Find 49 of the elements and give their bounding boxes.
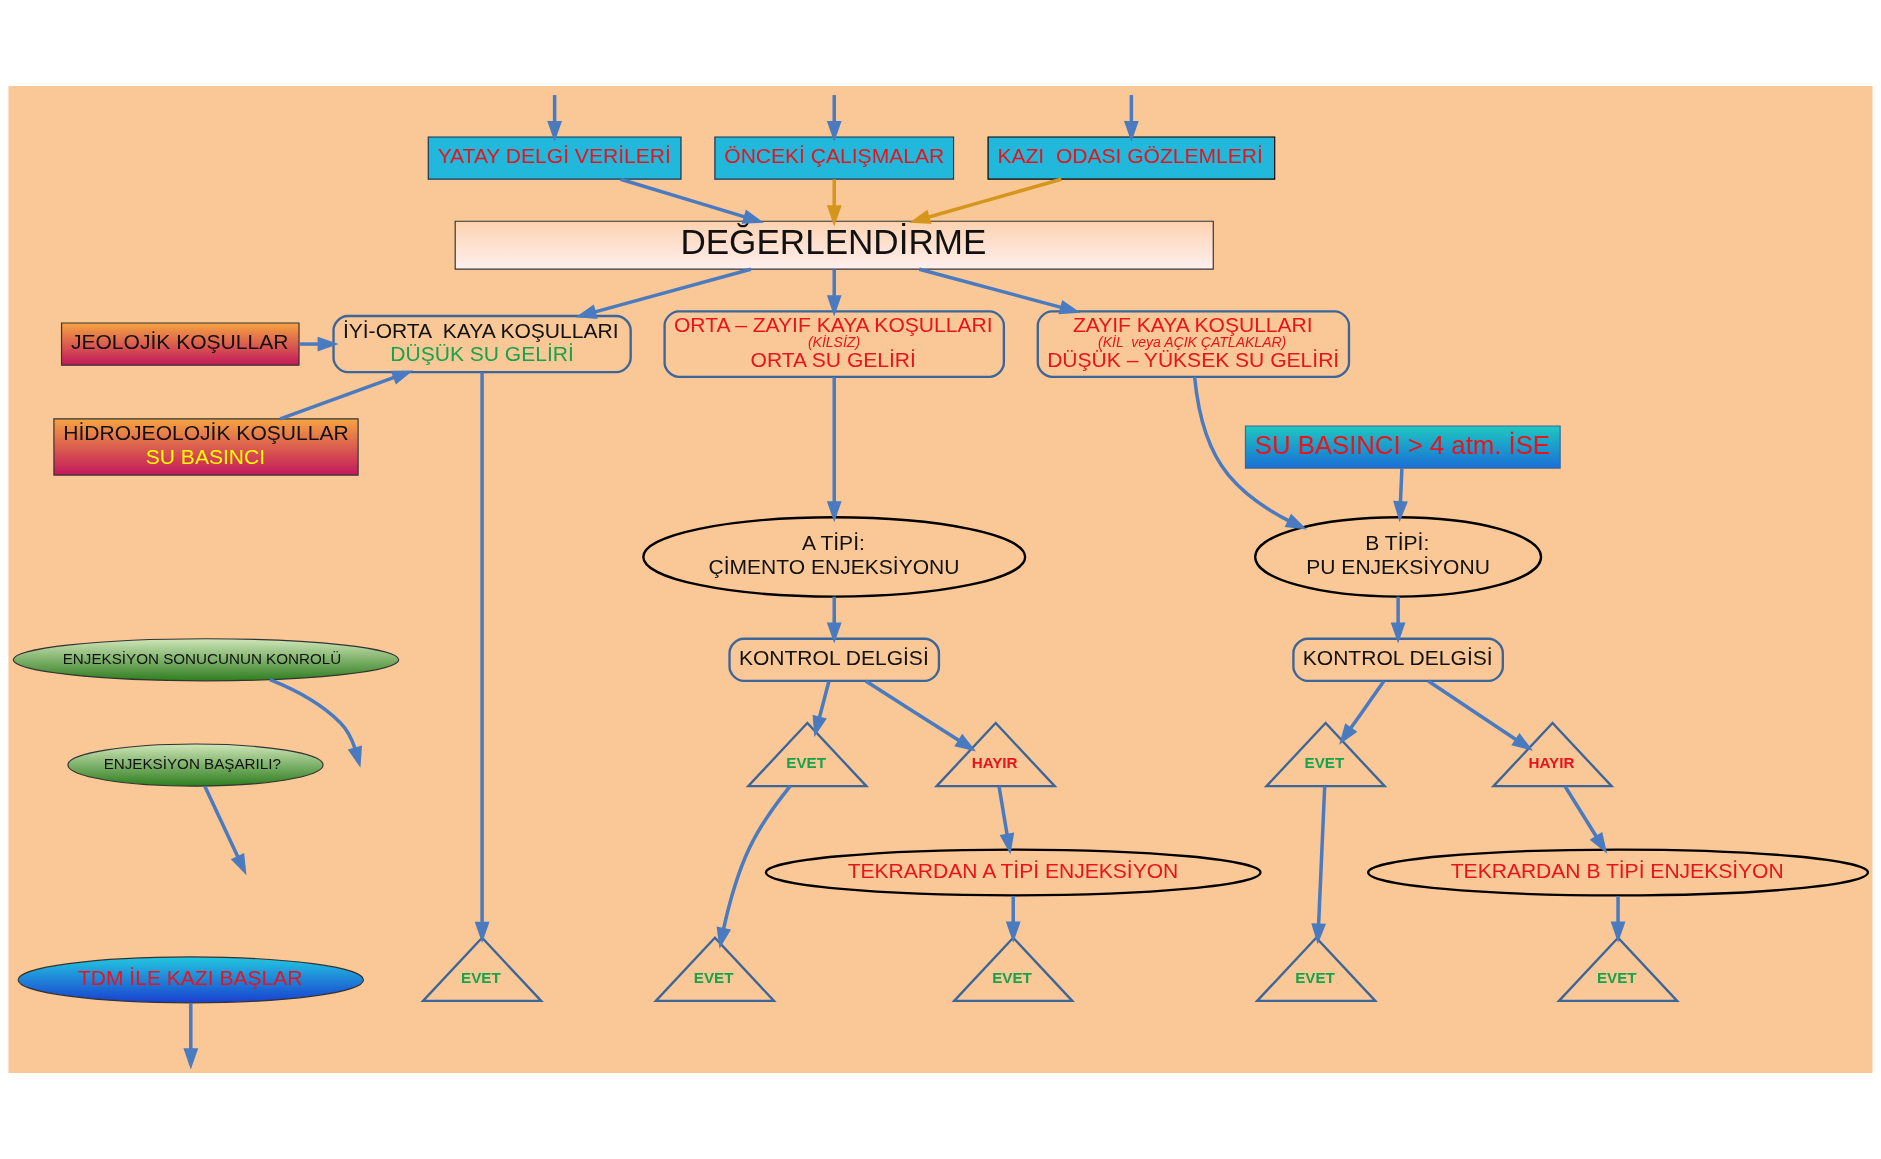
arrow — [575, 267, 752, 319]
arrow — [183, 1003, 199, 1070]
node-box: HİDROJEOLOJİK KOŞULLAR SU BASINCI — [53, 418, 359, 476]
arrow — [1311, 786, 1327, 945]
arrow — [547, 95, 563, 142]
node-box: KONTROL DELGİSİ — [1292, 637, 1504, 683]
arrow — [826, 95, 842, 142]
node-ellipse: TEKRARDAN A TİPİ ENJEKSİYON — [764, 848, 1262, 897]
arrow — [1610, 895, 1626, 943]
arrow — [826, 179, 842, 227]
arrow — [1005, 895, 1021, 943]
arrow — [716, 785, 792, 949]
node-box: DEĞERLENDİRME — [454, 220, 1214, 270]
arrow — [1563, 785, 1608, 854]
arrow — [918, 267, 1081, 315]
arrow — [620, 177, 764, 224]
arrow — [474, 372, 490, 943]
arrow — [826, 269, 842, 317]
arrow — [279, 370, 414, 421]
arrow — [203, 785, 247, 876]
arrow — [1339, 680, 1386, 745]
node-ellipse: ENJEKSİYON SONUCUNUN KONROLÜ — [12, 638, 400, 682]
arrow — [1192, 376, 1307, 530]
arrow — [299, 336, 339, 352]
node-box: ZAYIF KAYA KOŞULLARI (KİL veya AÇIK ÇATLAKLAR) DÜŞÜK – YÜKSEK SU GELİRİ — [1036, 310, 1351, 378]
node-ellipse: B TİPİ: PU ENJEKSİYONU — [1254, 516, 1543, 598]
arrow — [826, 377, 842, 523]
arrow — [997, 786, 1015, 855]
node-box: YATAY DELGİ VERİLERİ — [427, 136, 682, 180]
arrow — [1390, 596, 1406, 644]
node-ellipse: ENJEKSİYON BAŞARILI? — [67, 743, 324, 787]
arrow — [1393, 468, 1408, 523]
node-box: ÖNCEKİ ÇALIŞMALAR — [714, 136, 955, 180]
arrow — [864, 679, 977, 752]
arrow — [909, 177, 1062, 224]
arrow — [1427, 679, 1533, 751]
arrow — [269, 678, 362, 768]
arrow — [1124, 95, 1139, 142]
node-ellipse: A TİPİ: ÇİMENTO ENJEKSİYONU — [642, 516, 1027, 598]
arrow — [826, 596, 842, 644]
node-box: KAZI ODASI GÖZLEMLERİ — [987, 136, 1276, 180]
node-ellipse: TEKRARDAN B TİPİ ENJEKSİYON — [1367, 848, 1870, 897]
node-ellipse: TDM İLE KAZI BAŞLAR — [17, 956, 365, 1004]
node-box: SU BASINCI > 4 atm. İSE — [1244, 425, 1561, 469]
node-box: ORTA – ZAYIF KAYA KOŞULLARI (KİLSİZ) ORTA SU GELİRİ — [663, 310, 1006, 378]
node-box: JEOLOJİK KOŞULLAR — [60, 322, 300, 366]
node-box: KONTROL DELGİSİ — [728, 637, 941, 683]
arrow — [812, 680, 831, 737]
node-box: İYİ-ORTA KAYA KOŞULLARI DÜŞÜK SU GELİRİ — [332, 314, 632, 374]
